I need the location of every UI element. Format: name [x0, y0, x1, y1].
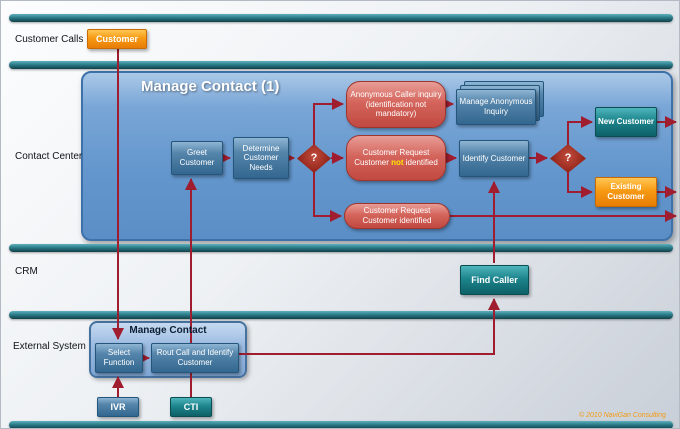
request-text-highlight: not [391, 158, 404, 167]
ivr-node: IVR [97, 397, 139, 417]
existing-customer-node: Existing Customer [595, 177, 657, 207]
manage-contact-title: Manage Contact (1) [141, 78, 280, 95]
anonymous-caller-inquiry-node: Anonymous Caller inquiry (identification… [346, 81, 446, 128]
external-manage-contact-title: Manage Contact [129, 325, 207, 336]
rout-call-node: Rout Call and Identify Customer [151, 343, 239, 373]
customer-request-identified-node: Customer Request Customer identified [344, 203, 450, 229]
lane-separator-bottom [9, 421, 673, 428]
lane-label-external-system: External System [13, 341, 86, 352]
identify-customer-node: Identify Customer [459, 140, 529, 177]
copyright-text: © 2010 NaviGan Consulting [579, 412, 666, 419]
lane-label-contact-center: Contact Center [15, 151, 83, 162]
manage-anonymous-inquiry-node: Manage Anonymous Inquiry [456, 89, 536, 125]
cti-node: CTI [170, 397, 212, 417]
lane-label-customer-calls: Customer Calls [15, 34, 84, 45]
lane-label-crm: CRM [15, 266, 38, 277]
customer-request-not-identified-text: Customer Request Customer not identified [349, 148, 443, 167]
lane-separator-3 [9, 311, 673, 319]
request-text-post: identified [403, 158, 438, 167]
greet-customer-node: Greet Customer [171, 141, 223, 175]
lane-separator-top [9, 14, 673, 22]
find-caller-node: Find Caller [460, 265, 529, 295]
select-function-node: Select Function [95, 343, 143, 373]
new-customer-node: New Customer [595, 107, 657, 137]
lane-separator-2 [9, 244, 673, 252]
lane-separator-1 [9, 61, 673, 69]
determine-customer-needs-node: Determine Customer Needs [233, 137, 289, 179]
request-text-pre: Customer Request Customer [354, 148, 430, 167]
customer-request-not-identified-node: Customer Request Customer not identified [346, 135, 446, 181]
customer-node: Customer [87, 29, 147, 49]
